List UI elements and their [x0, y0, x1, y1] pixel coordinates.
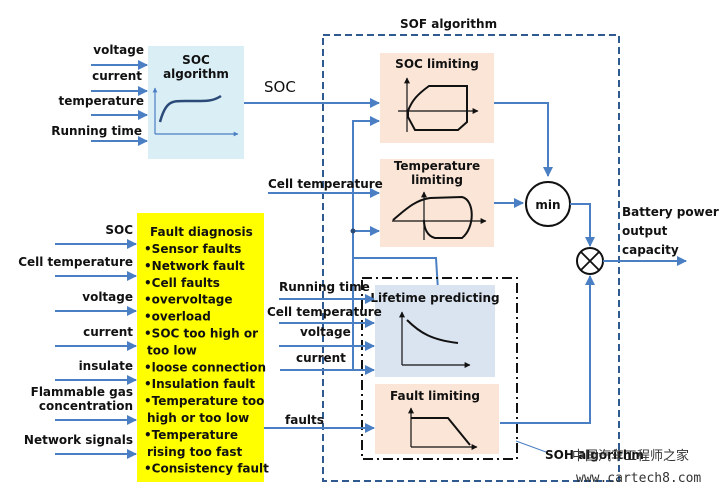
- sof-algorithm-frame: [322, 34, 620, 482]
- fault-diagnosis-item: •overvoltage: [144, 293, 233, 307]
- fault-diagnosis-item: too low: [147, 343, 197, 357]
- multiply-node: [576, 247, 604, 275]
- output-label-3: capacity: [622, 243, 679, 257]
- fault-input-soc-label: SOC: [105, 223, 133, 237]
- fault-limiting-input-label: faults: [285, 413, 324, 427]
- fault-input-network-signals-label: Network signals: [24, 433, 133, 447]
- fault-limiting-block: Fault limiting: [375, 384, 499, 454]
- soc-algorithm-title-1: SOC: [182, 53, 210, 67]
- output-label-1: Battery power: [622, 205, 719, 219]
- fault-diagnosis-item: •Cell faults: [144, 276, 220, 290]
- watermark-chinese: 中国汽车工程师之家: [572, 448, 689, 464]
- fault-input-flammable-gas-label: Flammable gas: [31, 385, 133, 399]
- soc-input-current: current: [92, 69, 142, 83]
- soc-limiting-title: SOC limiting: [395, 57, 479, 71]
- soc-input-voltage: voltage: [93, 43, 144, 57]
- fault-diagnosis-item: •loose connection: [144, 360, 266, 374]
- fault-diagnosis-block: Fault diagnosis •Sensor faults •Network f…: [137, 213, 269, 482]
- fault-input-flammable-gas-label: concentration: [39, 399, 133, 413]
- soh-algorithm-frame: [361, 277, 518, 460]
- soc-algorithm-block: SOC algorithm: [148, 46, 244, 159]
- fault-diagnosis-item: •Consistency fault: [144, 462, 269, 476]
- lifetime-predicting-title: Lifetime predicting: [370, 291, 499, 305]
- temperature-limiting-block: Temperature limiting: [380, 159, 494, 247]
- min-node: min: [525, 181, 571, 227]
- temperature-limiting-input-label: Cell temperature: [268, 177, 383, 191]
- fault-input-cell-temperature-label: Cell temperature: [18, 255, 133, 269]
- fault-diagnosis-item: •overload: [144, 310, 211, 324]
- fault-input-voltage-label: voltage: [82, 290, 133, 304]
- fault-input-current-label: current: [83, 325, 133, 339]
- fault-diagnosis-item: •Network fault: [144, 259, 245, 273]
- fault-diagnosis-item: •SOC too high or: [144, 327, 258, 341]
- fault-diagnosis-item: •Temperature: [144, 428, 238, 442]
- soc-curve: [158, 94, 222, 123]
- fault-input-insulate-label: insulate: [79, 359, 133, 373]
- lifetime-input-voltage: voltage: [300, 325, 351, 339]
- fault-diagnosis-item: •Insulation fault: [144, 377, 255, 391]
- fault-limiting-title: Fault limiting: [390, 389, 480, 403]
- soc-limiting-block: SOC limiting: [380, 53, 494, 143]
- lifetime-input-current: current: [296, 351, 346, 365]
- soc-input-running-time: Running time: [51, 124, 142, 138]
- fault-diagnosis-item: high or too low: [147, 411, 249, 425]
- fault-diagnosis-item: •Sensor faults: [144, 242, 241, 256]
- soh-algorithm-label: SOH algorithm: [545, 448, 644, 462]
- soc-output-label: SOC: [264, 78, 296, 96]
- soc-input-temperature: temperature: [59, 94, 144, 108]
- lifetime-input-cell-temperature: Cell temperature: [267, 305, 382, 319]
- temperature-limiting-title-2: limiting: [411, 173, 463, 187]
- sof-algorithm-title: SOF algorithm: [400, 17, 497, 31]
- soc-algorithm-title-2: algorithm: [163, 67, 229, 81]
- min-label: min: [535, 198, 560, 212]
- output-label-2: output: [622, 224, 668, 238]
- fault-diagnosis-item: •Temperature too: [144, 394, 264, 408]
- fault-diagnosis-title: Fault diagnosis: [150, 225, 253, 239]
- fault-diagnosis-item: rising too fast: [147, 445, 242, 459]
- lifetime-input-running-time: Running time: [279, 280, 370, 294]
- watermark-url: www.cartech8.com: [576, 471, 701, 486]
- temperature-limiting-title-1: Temperature: [394, 159, 480, 173]
- lifetime-predicting-block: Lifetime predicting: [370, 285, 500, 377]
